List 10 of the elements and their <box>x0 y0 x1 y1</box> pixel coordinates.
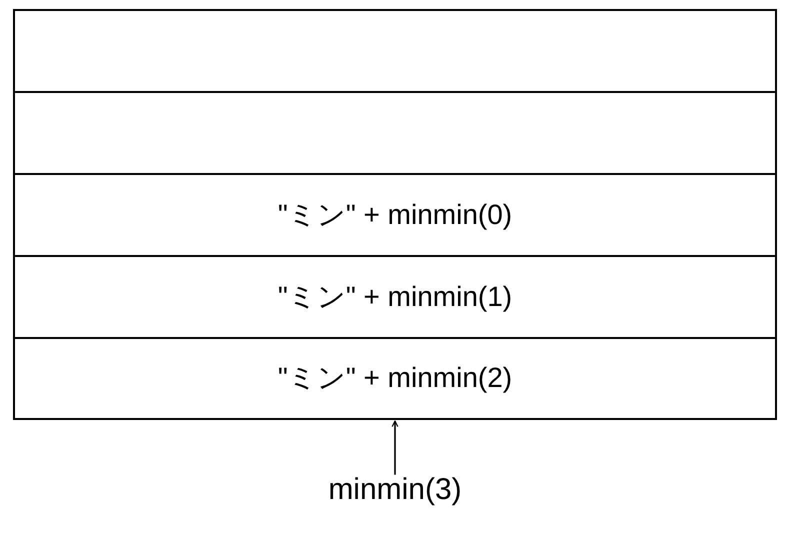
stack-frame-box <box>13 9 777 93</box>
frame-label: "ミン" + minmin(2) <box>278 362 512 395</box>
arrow <box>392 420 398 475</box>
frame-label: "ミン" + minmin(1) <box>278 280 512 314</box>
call-label: minmin(3) <box>328 472 462 508</box>
stack-frame-box <box>13 173 777 257</box>
stack-frame-box <box>13 255 777 339</box>
stack-frame-box <box>13 91 777 175</box>
stack-frame-box <box>13 337 777 420</box>
frame-label: "ミン" + minmin(0) <box>278 198 512 232</box>
